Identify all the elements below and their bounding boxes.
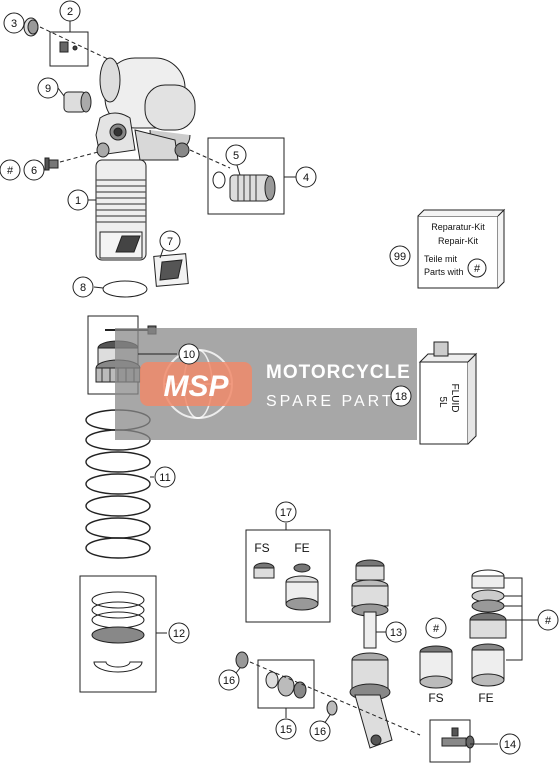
repair-kit-line3: Teile mit xyxy=(424,254,458,264)
svg-text:16: 16 xyxy=(314,726,326,738)
fs-piston-standalone xyxy=(419,645,453,689)
svg-text:4: 4 xyxy=(303,172,309,184)
svg-text:5: 5 xyxy=(233,150,239,162)
callout-6: 6 xyxy=(23,159,45,181)
label-fs-standalone: FS xyxy=(428,691,443,705)
callout-9: 9 xyxy=(37,77,59,99)
part-2-box xyxy=(49,31,89,67)
svg-text:3: 3 xyxy=(11,18,17,30)
svg-text:7: 7 xyxy=(167,236,173,248)
watermark: MSP MOTORCYCLE SPARE PARTS xyxy=(115,328,417,440)
hash-callout-right: # xyxy=(537,609,559,631)
svg-text:12: 12 xyxy=(173,628,185,640)
watermark-logo: MSP xyxy=(163,370,229,403)
svg-text:18: 18 xyxy=(395,391,407,403)
callout-16a: 16 xyxy=(218,669,240,691)
callout-3: 3 xyxy=(3,12,25,34)
svg-text:8: 8 xyxy=(80,282,86,294)
callout-7: 7 xyxy=(159,230,181,252)
callout-8: 8 xyxy=(72,276,94,298)
callout-1: 1 xyxy=(67,189,89,211)
svg-text:#: # xyxy=(545,615,552,627)
label-fs-box: FS xyxy=(254,541,269,555)
part-17-fs-piston xyxy=(253,562,275,579)
callout-14: 14 xyxy=(499,733,521,755)
label-fe-box: FE xyxy=(294,541,309,555)
callout-17: 17 xyxy=(275,501,297,523)
part-16-seal-b xyxy=(326,700,338,716)
svg-text:11: 11 xyxy=(159,472,170,484)
part-6-screw xyxy=(44,157,59,171)
svg-text:#: # xyxy=(474,263,481,275)
svg-text:1: 1 xyxy=(75,195,81,207)
watermark-title: MOTORCYCLE xyxy=(266,362,411,383)
callout-99: 99 xyxy=(389,245,411,267)
part-3-cap xyxy=(23,17,39,37)
part-16-seal-a xyxy=(235,651,249,669)
repair-kit-label: Reparatur-Kit Repair-Kit Teile mit Parts… xyxy=(424,222,485,277)
part-17-fe-piston xyxy=(285,563,319,611)
part-1-shock-body xyxy=(95,159,147,261)
callout-13: 13 xyxy=(385,621,407,643)
hash-callout-left: # xyxy=(0,159,21,181)
label-fe-standalone: FE xyxy=(478,691,493,705)
callout-12: 12 xyxy=(168,622,190,644)
fluid-can-label: FLUID xyxy=(449,384,460,413)
svg-text:#: # xyxy=(433,623,440,635)
callout-2: 2 xyxy=(59,0,81,22)
part-5-o-ring xyxy=(212,171,226,189)
hash-callout-fs: # xyxy=(425,617,447,639)
svg-text:99: 99 xyxy=(394,251,406,263)
callout-15: 15 xyxy=(275,718,297,740)
svg-text:9: 9 xyxy=(45,83,51,95)
fluid-can-volume: 5L xyxy=(437,396,448,408)
part-2-valve xyxy=(59,41,78,53)
part-9-bushing xyxy=(63,91,92,113)
repair-kit-line4: Parts with xyxy=(424,267,464,277)
repair-kit-line1: Reparatur-Kit xyxy=(431,222,485,232)
part-15-bearing xyxy=(265,671,307,699)
part-13-damper-rod xyxy=(349,559,393,749)
repair-kit-line2: Repair-Kit xyxy=(438,236,479,246)
callout-16b: 16 xyxy=(309,720,331,742)
svg-text:#: # xyxy=(7,165,14,177)
part-4-box xyxy=(207,137,285,215)
svg-text:17: 17 xyxy=(280,507,292,519)
part-4-adjuster xyxy=(229,174,276,202)
part-7-decal xyxy=(153,253,189,287)
callout-11: 11 xyxy=(154,466,176,488)
callout-10: 10 xyxy=(178,343,200,365)
svg-text:16: 16 xyxy=(223,675,235,687)
part-12-box xyxy=(79,575,157,693)
callout-5: 5 xyxy=(225,144,247,166)
fluid-can xyxy=(418,341,478,445)
part-17-box xyxy=(245,529,331,623)
svg-text:10: 10 xyxy=(183,349,195,361)
part-8-circlip xyxy=(102,280,148,298)
repair-kit-box xyxy=(417,215,499,289)
svg-text:15: 15 xyxy=(280,724,292,736)
fe-piston-stack xyxy=(469,569,507,687)
svg-text:6: 6 xyxy=(31,165,37,177)
callout-18: 18 xyxy=(390,385,412,407)
svg-text:14: 14 xyxy=(504,739,516,751)
fe-bracket xyxy=(504,577,538,661)
watermark-subtitle: SPARE PARTS xyxy=(266,393,408,410)
hash-callout-kit: # xyxy=(467,258,487,278)
svg-text:2: 2 xyxy=(67,6,73,18)
shock-top-mount xyxy=(95,112,190,161)
callout-4: 4 xyxy=(295,166,317,188)
svg-text:13: 13 xyxy=(390,627,402,639)
part-12-spring-seat xyxy=(91,591,145,673)
part-14-bolt xyxy=(441,727,475,749)
